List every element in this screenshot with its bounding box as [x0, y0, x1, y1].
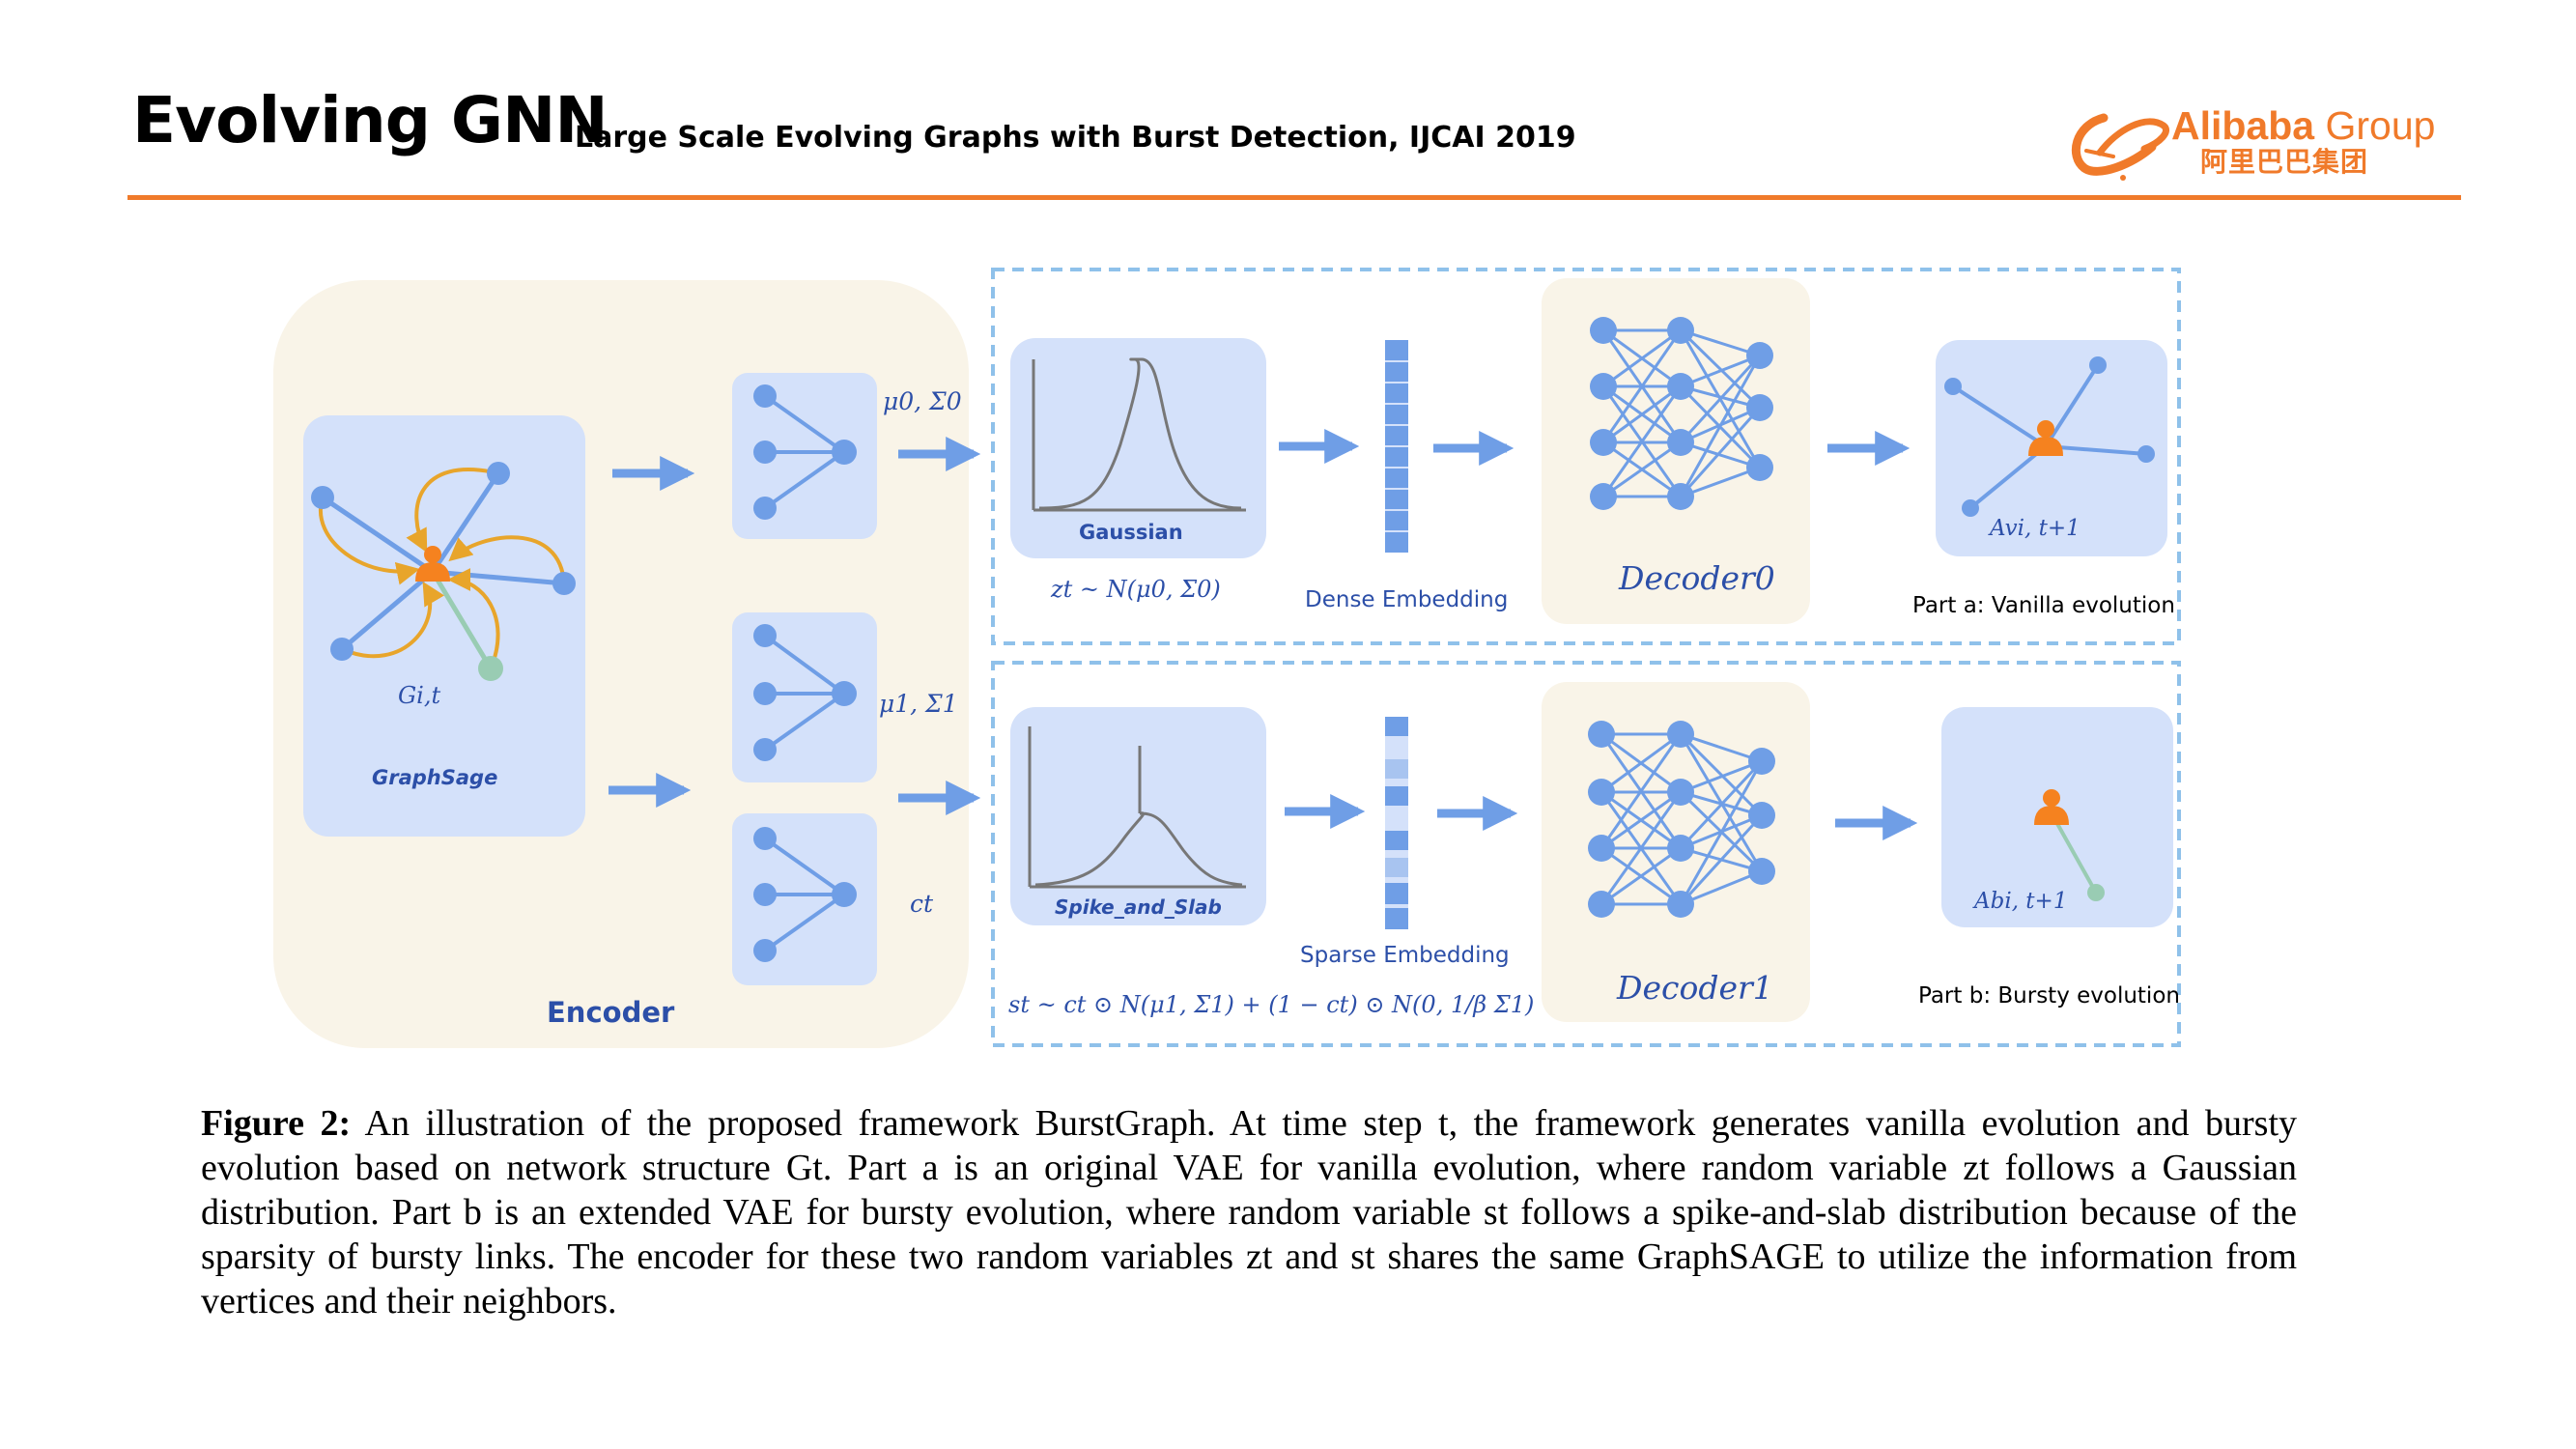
param-c: ct — [910, 890, 934, 918]
param-mu0: μ0, Σ0 — [883, 387, 962, 415]
caption-lead: Figure 2: — [201, 1103, 352, 1144]
alibaba-logo-text: Alibaba Group — [2171, 103, 2436, 148]
part-b-label: Part b: Bursty evolution — [1918, 983, 2180, 1009]
caption-body: An illustration of the proposed framewor… — [201, 1103, 2298, 1321]
sparse-label: Sparse Embedding — [1300, 943, 1510, 968]
dense-label: Dense Embedding — [1305, 587, 1508, 612]
decoder1-label: Decoder1 — [1616, 969, 1773, 1007]
param-mu1: μ1, Σ1 — [879, 690, 958, 718]
a-b-label: Abi, t+1 — [1972, 889, 2067, 914]
decoder0-network — [1601, 328, 1762, 498]
spike-slab-label: Spike_and_Slab — [1055, 895, 1222, 919]
s-formula: st ~ ct ⊙ N(μ1, Σ1) + (1 − ct) ⊙ N(0, 1/… — [1008, 991, 1534, 1018]
encoder-output-1 — [732, 612, 877, 782]
part-b-box — [991, 661, 2181, 1047]
a-v-label: Avi, t+1 — [1988, 516, 2081, 541]
alibaba-logo-chinese: 阿里巴巴集团 — [2200, 146, 2369, 178]
page-title: Evolving GNN — [132, 83, 609, 157]
encoder-label: Encoder — [547, 996, 675, 1029]
graph-label: Gi,t — [398, 682, 440, 709]
encoder-output-c — [732, 813, 877, 985]
part-a-box — [991, 268, 2181, 645]
alibaba-logo: Alibaba Group 阿里巴巴集团 — [2065, 100, 2471, 187]
graphsage-label: GraphSage — [372, 766, 497, 789]
graphsage-panel — [303, 415, 585, 837]
page-subtitle: Large Scale Evolving Graphs with Burst D… — [575, 121, 1576, 155]
alibaba-logo-icon — [2071, 113, 2169, 181]
decoder0-label: Decoder0 — [1618, 559, 1775, 597]
gaussian-label: Gaussian — [1079, 521, 1183, 544]
graphsage-graph — [311, 462, 576, 681]
figure-caption: Figure 2: An illustration of the propose… — [201, 1101, 2297, 1323]
spike-slab-panel — [1010, 707, 1266, 925]
part-a-label: Part a: Vanilla evolution — [1912, 593, 2175, 618]
encoder-output-0 — [732, 373, 877, 539]
burstgraph-diagram: Encoder Gi,t GraphSage — [273, 268, 2181, 1048]
header-rule — [127, 195, 2461, 200]
dense-embedding-bar — [1385, 340, 1408, 553]
sparse-embedding-bar — [1385, 717, 1408, 929]
z-formula: zt ~ N(μ0, Σ0) — [1050, 576, 1221, 603]
